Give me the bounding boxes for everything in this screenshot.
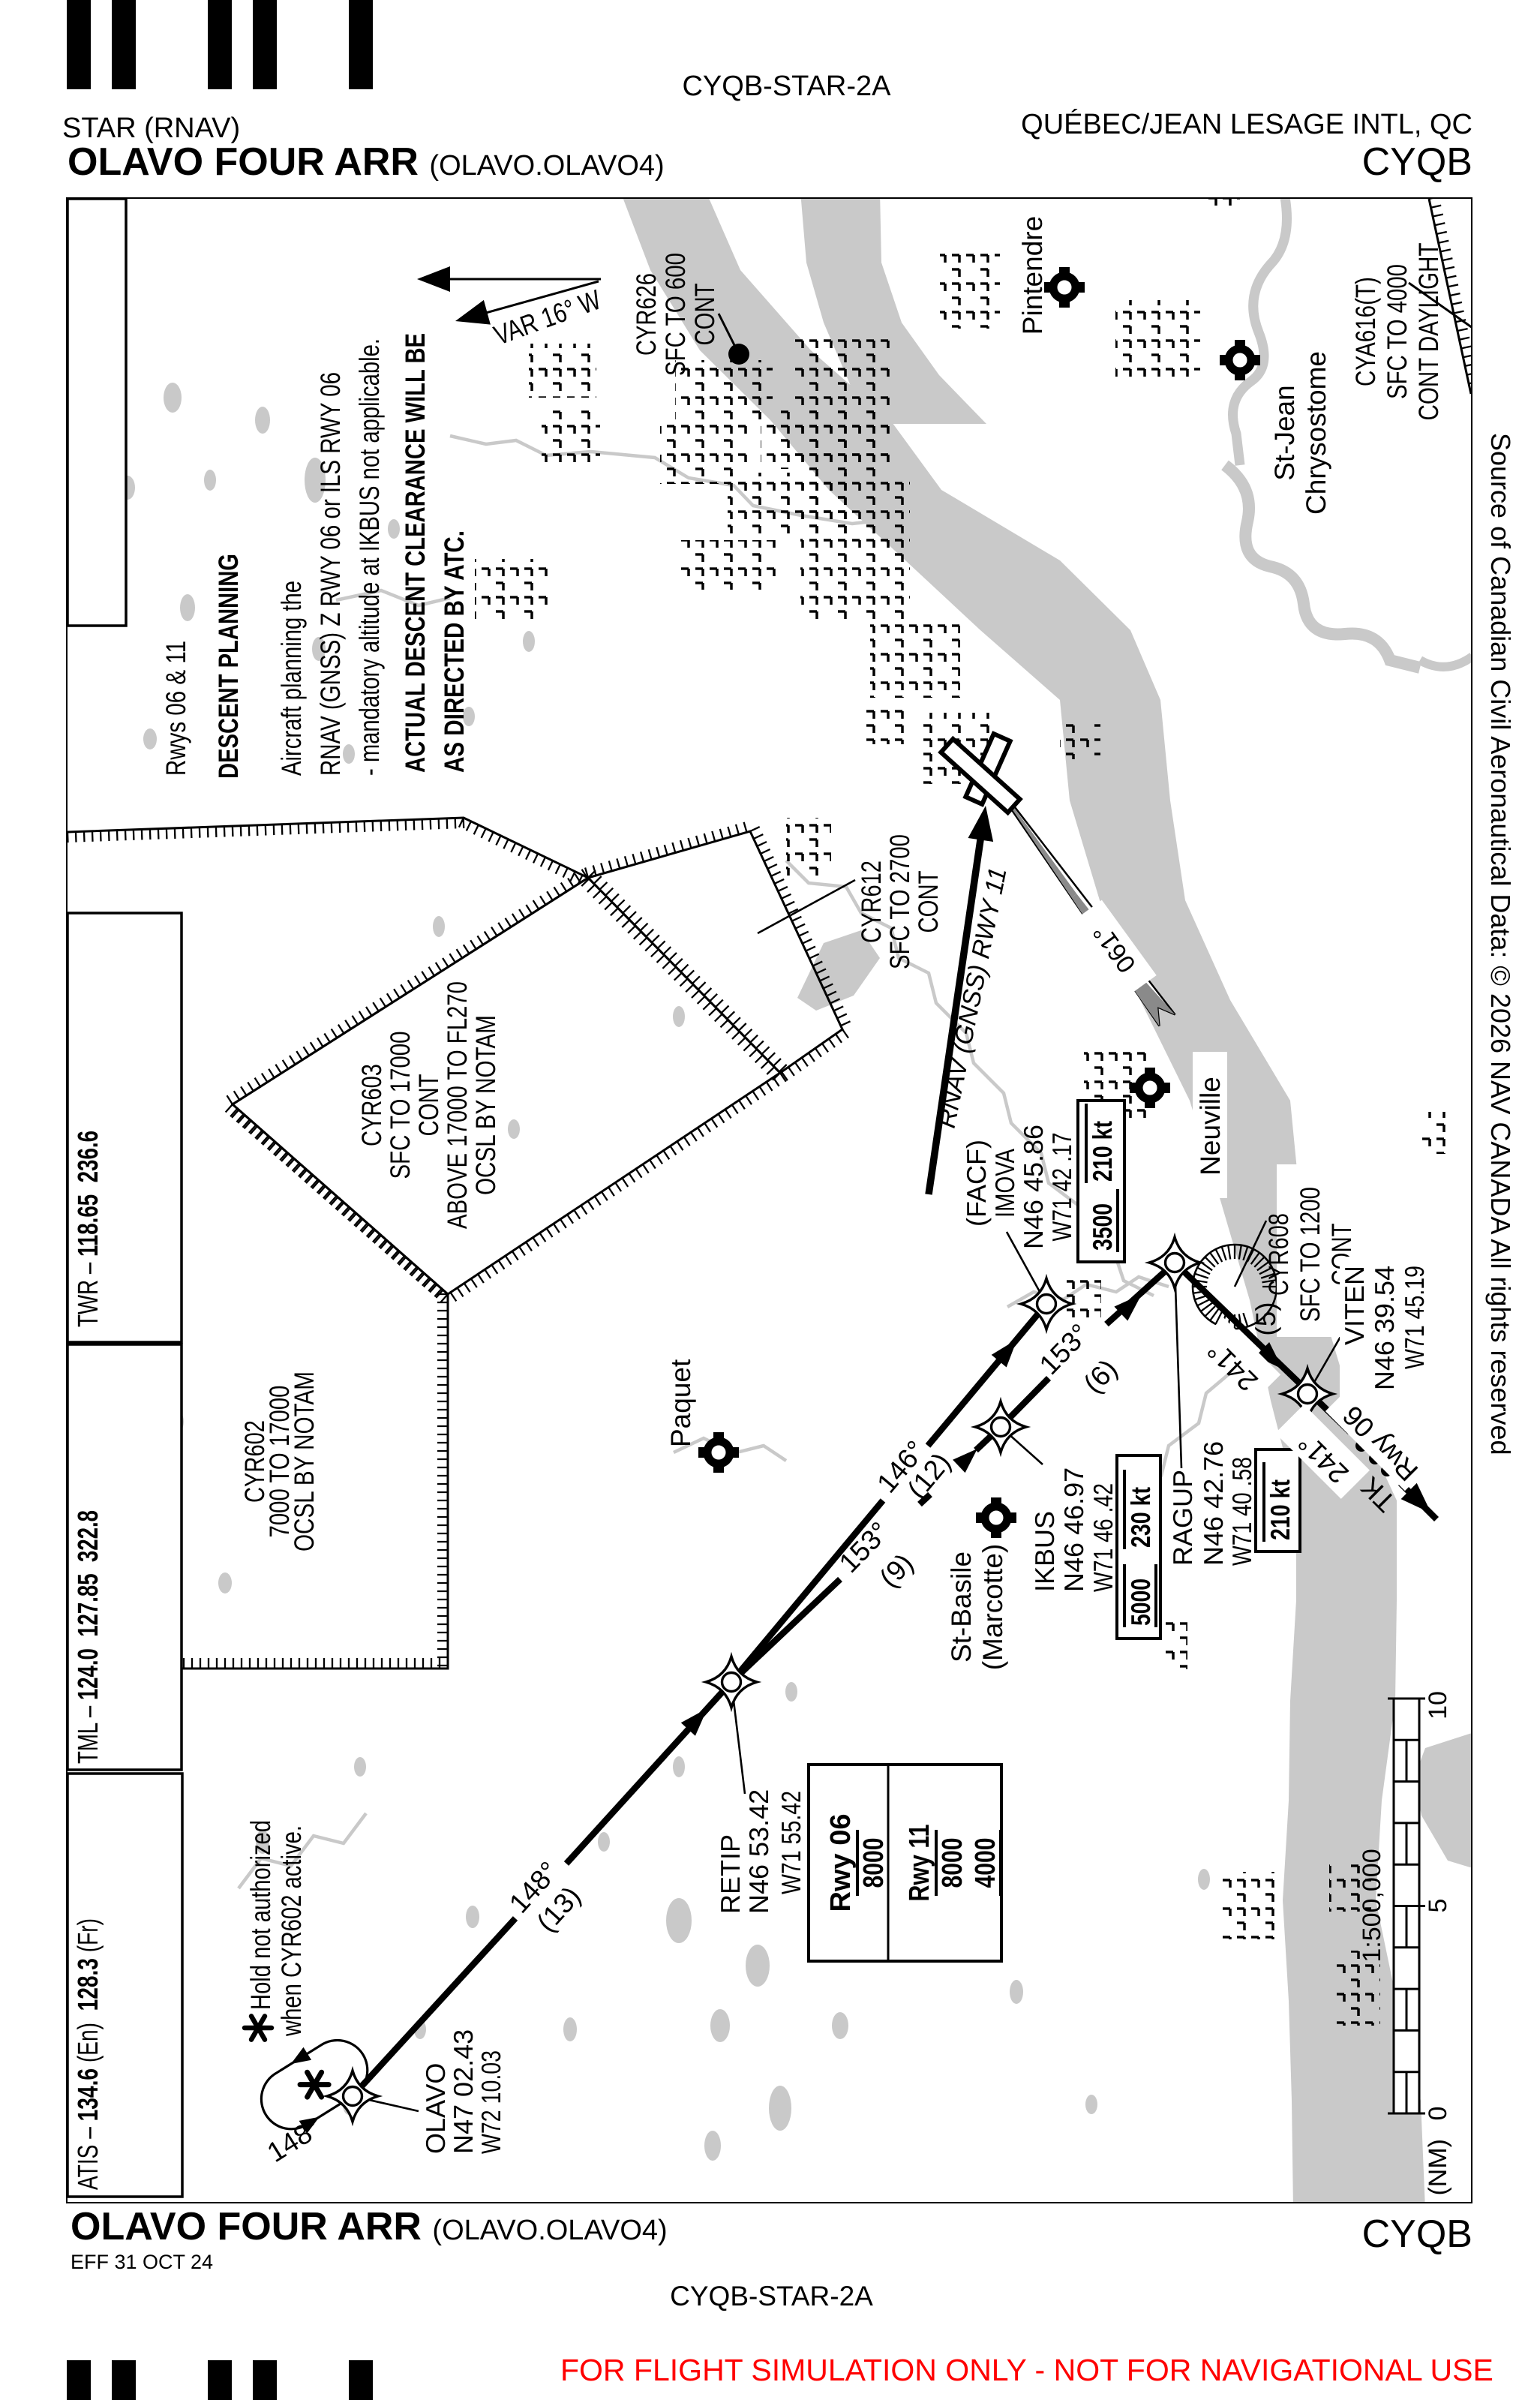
- svg-text:(FACF): (FACF): [961, 1140, 992, 1227]
- svg-text:St-Jean: St-Jean: [1269, 385, 1300, 481]
- svg-text:W71 40 .58: W71 40 .58: [1226, 1457, 1257, 1566]
- svg-text:Rwys 06 & 11: Rwys 06 & 11: [161, 641, 191, 776]
- svg-text:TWR – 118.65 236.6: TWR – 118.65 236.6: [73, 1131, 104, 1327]
- svg-text:ACTUAL DESCENT CLEARANCE WILL: ACTUAL DESCENT CLEARANCE WILL BE: [400, 333, 431, 773]
- svg-text:Paquet: Paquet: [665, 1359, 696, 1447]
- svg-text:RNAV (GNSS) Z RWY 06 or ILS RW: RNAV (GNSS) Z RWY 06 or ILS RWY 06: [315, 372, 346, 776]
- svg-text:VITEN: VITEN: [1339, 1266, 1370, 1345]
- svg-text:ATIS – 134.6 (En) 128.3 (Fr): ATIS – 134.6 (En) 128.3 (Fr): [73, 1918, 104, 2190]
- svg-text:10: 10: [1424, 1691, 1452, 1720]
- svg-text:4000: 4000: [970, 1838, 1001, 1888]
- svg-text:Rwy 11: Rwy 11: [904, 1825, 935, 1902]
- svg-text:210 kt: 210 kt: [1087, 1121, 1118, 1182]
- svg-text:SFC TO 600: SFC TO 600: [660, 253, 691, 376]
- svg-text:CONT DAYLIGHT: CONT DAYLIGHT: [1413, 243, 1444, 421]
- svg-text:ABOVE 17000 TO FL270: ABOVE 17000 TO FL270: [442, 981, 473, 1229]
- svg-text:RAGUP: RAGUP: [1167, 1470, 1198, 1566]
- svg-text:N46 42.76: N46 42.76: [1198, 1441, 1229, 1566]
- svg-text:SFC TO 4000: SFC TO 4000: [1382, 264, 1412, 399]
- svg-text:N46 39.54: N46 39.54: [1369, 1266, 1400, 1390]
- svg-text:- mandatory altitude at IKBUS: - mandatory altitude at IKBUS not applic…: [354, 338, 385, 776]
- svg-text:(5): (5): [1250, 1302, 1281, 1335]
- svg-text:CONT: CONT: [689, 284, 720, 346]
- svg-text:CYR612: CYR612: [856, 861, 887, 943]
- svg-text:Neuville: Neuville: [1195, 1077, 1226, 1176]
- svg-text:OCSL BY NOTAM: OCSL BY NOTAM: [289, 1371, 320, 1551]
- svg-text:CYR603: CYR603: [356, 1064, 387, 1146]
- svg-text:W71 46 .42: W71 46 .42: [1088, 1483, 1118, 1592]
- svg-text:W71 45.19: W71 45.19: [1399, 1266, 1430, 1369]
- svg-text:CONT: CONT: [413, 1074, 444, 1137]
- svg-text:CYR626: CYR626: [631, 273, 662, 356]
- svg-text:OCSL BY NOTAM: OCSL BY NOTAM: [470, 1015, 501, 1195]
- svg-text:N47 02.43: N47 02.43: [448, 2029, 479, 2154]
- svg-text:SFC TO 2700: SFC TO 2700: [884, 834, 915, 969]
- svg-text:CYR608: CYR608: [1263, 1213, 1294, 1296]
- svg-text:TML – 124.0 127.85 322.8: TML – 124.0 127.85 322.8: [73, 1510, 104, 1764]
- svg-text:N46 53.42: N46 53.42: [743, 1789, 774, 1914]
- svg-text:CYA616(T): CYA616(T): [1350, 277, 1381, 386]
- svg-text:W72 10.03: W72 10.03: [476, 2050, 506, 2154]
- svg-text:Chrysostome: Chrysostome: [1301, 351, 1331, 515]
- svg-text:5: 5: [1424, 1899, 1452, 1913]
- svg-text:N46 45.86: N46 45.86: [1018, 1125, 1049, 1249]
- svg-text:N46 46.97: N46 46.97: [1058, 1467, 1089, 1592]
- svg-text:(NM): (NM): [1424, 2139, 1452, 2196]
- svg-text:Pintendre: Pintendre: [1017, 216, 1048, 335]
- svg-text:RETIP: RETIP: [715, 1834, 746, 1914]
- svg-text:Rwy 06: Rwy 06: [825, 1814, 857, 1912]
- svg-text:SFC TO 1200: SFC TO 1200: [1295, 1187, 1325, 1322]
- svg-text:CONT: CONT: [913, 871, 944, 933]
- svg-text:IMOVA: IMOVA: [989, 1149, 1020, 1218]
- svg-text:IKBUS: IKBUS: [1029, 1511, 1060, 1592]
- svg-text:1:500,000: 1:500,000: [1358, 1849, 1386, 1962]
- svg-text:W71 42 .17: W71 42 .17: [1046, 1133, 1077, 1242]
- svg-text:7000 TO 17000: 7000 TO 17000: [264, 1386, 295, 1538]
- svg-text:Hold not authorized: Hold not authorized: [245, 1820, 276, 2010]
- svg-text:W71 55.42: W71 55.42: [776, 1791, 806, 1894]
- svg-text:Aircraft planning the: Aircraft planning the: [276, 581, 307, 776]
- svg-text:210 kt: 210 kt: [1265, 1479, 1295, 1540]
- svg-text:DESCENT PLANNING: DESCENT PLANNING: [213, 554, 244, 779]
- svg-text:(Marcotte): (Marcotte): [977, 1544, 1008, 1671]
- svg-text:AS DIRECTED BY ATC.: AS DIRECTED BY ATC.: [439, 530, 470, 773]
- svg-text:0: 0: [1424, 2107, 1452, 2121]
- svg-text:230 kt: 230 kt: [1125, 1487, 1156, 1548]
- svg-text:OLAVO: OLAVO: [420, 2063, 451, 2154]
- svg-text:8000: 8000: [937, 1838, 968, 1888]
- svg-text:5000: 5000: [1125, 1578, 1156, 1626]
- svg-text:3500: 3500: [1087, 1203, 1118, 1251]
- svg-text:CYR602: CYR602: [239, 1420, 270, 1503]
- svg-text:8000: 8000: [858, 1838, 890, 1888]
- svg-text:SFC TO 17000: SFC TO 17000: [385, 1032, 416, 1179]
- svg-text:when CYR602 active.: when CYR602 active.: [276, 1825, 307, 2037]
- svg-text:St-Basile: St-Basile: [946, 1551, 977, 1663]
